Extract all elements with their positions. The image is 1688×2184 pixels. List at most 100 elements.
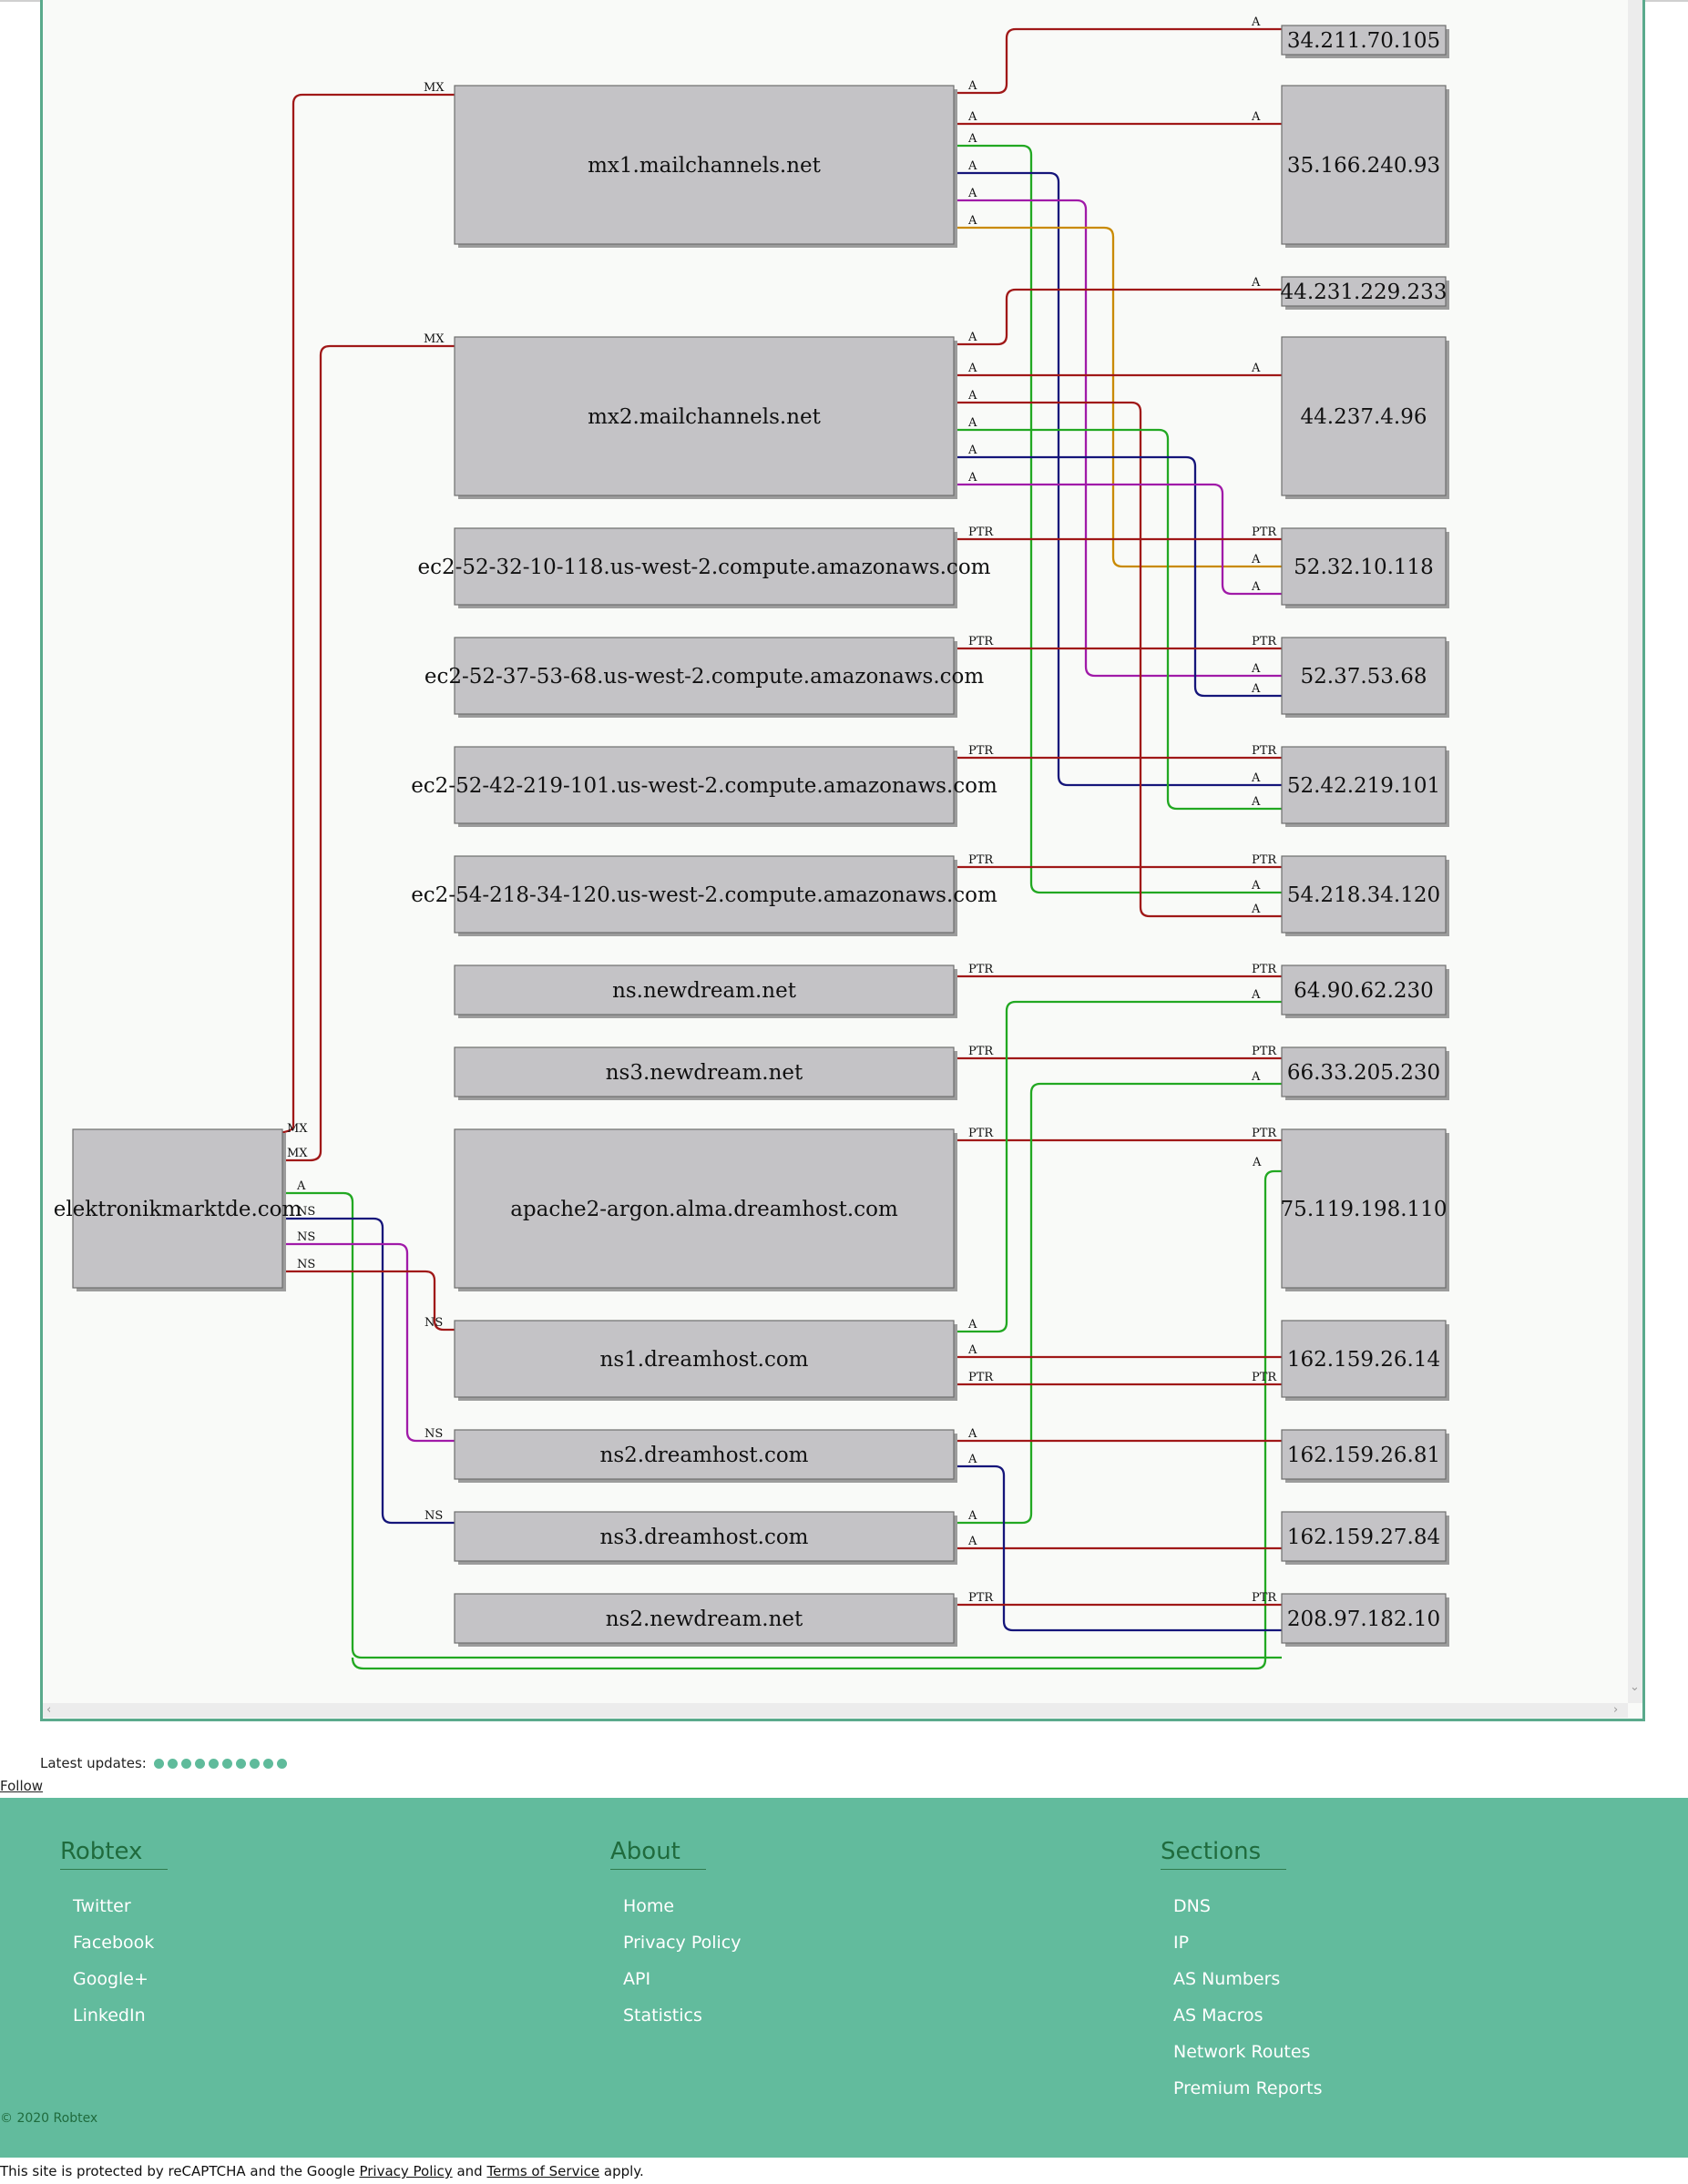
edge-line (954, 1465, 1282, 1632)
graph-node-label[interactable]: ec2-52-42-219-101.us-west-2.compute.amaz… (411, 774, 997, 798)
footer-link-as-macros[interactable]: AS Macros (1173, 2005, 1263, 2026)
footer-link-premium-reports[interactable]: Premium Reports (1173, 2078, 1323, 2098)
graph-node-label[interactable]: mx1.mailchannels.net (588, 154, 821, 178)
graph-node[interactable]: 64.90.62.230 (1281, 964, 1449, 1018)
graph-node[interactable]: ns1.dreamhost.com (454, 1320, 957, 1401)
graph-node[interactable]: 52.37.53.68 (1281, 637, 1449, 718)
graph-node[interactable]: 35.166.240.93 (1281, 85, 1449, 248)
scroll-left-icon[interactable]: ‹ (46, 1703, 52, 1717)
update-dot[interactable] (235, 1758, 246, 1769)
update-dot[interactable] (276, 1758, 287, 1769)
update-dot[interactable] (153, 1758, 164, 1769)
update-dot[interactable] (262, 1758, 273, 1769)
graph-node[interactable]: ec2-52-37-53-68.us-west-2.compute.amazon… (425, 637, 985, 718)
graph-node-label[interactable]: mx2.mailchannels.net (588, 405, 821, 429)
edge-label: A (967, 471, 977, 485)
graph-node[interactable]: 75.119.198.110 (1281, 1128, 1449, 1291)
graph-node[interactable]: 44.237.4.96 (1281, 336, 1449, 499)
footer-link-twitter[interactable]: Twitter (73, 1896, 131, 1916)
update-dot[interactable] (249, 1758, 260, 1769)
graph-node-label[interactable]: ns2.dreamhost.com (600, 1444, 809, 1467)
footer-link-dns[interactable]: DNS (1173, 1896, 1211, 1916)
footer-link-googleplus[interactable]: Google+ (73, 1969, 148, 1989)
edge-label: A (967, 362, 977, 375)
edge-label: PTR (1252, 1045, 1277, 1058)
graph-node-label[interactable]: elektronikmarktde.com (54, 1198, 302, 1221)
graph-node[interactable]: ns2.dreamhost.com (454, 1429, 957, 1483)
graph-node[interactable]: 44.231.229.233 (1281, 276, 1449, 310)
graph-node[interactable]: 52.42.219.101 (1281, 746, 1449, 827)
graph-node[interactable]: 34.211.70.105 (1281, 25, 1449, 58)
graph-node-label[interactable]: 162.159.27.84 (1287, 1526, 1440, 1549)
update-dot[interactable] (221, 1758, 232, 1769)
scroll-down-icon[interactable]: ⌄ (1630, 1680, 1640, 1694)
edge-label: A (1251, 879, 1261, 893)
graph-node[interactable]: 162.159.26.14 (1281, 1320, 1449, 1401)
update-dots[interactable] (153, 1758, 291, 1769)
graph-node-label[interactable]: 44.237.4.96 (1301, 405, 1427, 429)
graph-node-label[interactable]: ec2-52-37-53-68.us-west-2.compute.amazon… (425, 665, 985, 689)
graph-node-label[interactable]: 162.159.26.81 (1287, 1444, 1440, 1467)
update-dot[interactable] (194, 1758, 205, 1769)
footer-link-privacy-policy[interactable]: Privacy Policy (623, 1933, 742, 1953)
graph-node[interactable]: 52.32.10.118 (1281, 527, 1449, 608)
graph-node[interactable]: apache2-argon.alma.dreamhost.com (454, 1128, 957, 1291)
graph-node-label[interactable]: 52.37.53.68 (1301, 665, 1427, 689)
graph-node-label[interactable]: 66.33.205.230 (1287, 1061, 1440, 1085)
footer-link-home[interactable]: Home (623, 1896, 675, 1916)
graph-node[interactable]: 162.159.27.84 (1281, 1511, 1449, 1565)
footer-link-statistics[interactable]: Statistics (623, 2005, 702, 2026)
graph-node[interactable]: 162.159.26.81 (1281, 1429, 1449, 1483)
follow-link[interactable]: Follow (0, 1778, 44, 1794)
graph-node-label[interactable]: ns2.newdream.net (606, 1607, 803, 1631)
graph-node[interactable]: ns2.newdream.net (454, 1593, 957, 1647)
recaptcha-terms-link[interactable]: Terms of Service (486, 2163, 600, 2179)
graph-node[interactable]: ec2-52-32-10-118.us-west-2.compute.amazo… (418, 527, 991, 608)
graph-node-label[interactable]: 162.159.26.14 (1287, 1348, 1440, 1372)
graph-node-label[interactable]: 35.166.240.93 (1287, 154, 1440, 178)
footer-link-as-numbers[interactable]: AS Numbers (1173, 1969, 1281, 1989)
graph-node-label[interactable]: ns.newdream.net (612, 979, 797, 1003)
update-dot[interactable] (180, 1758, 191, 1769)
graph-node-label[interactable]: ns3.newdream.net (606, 1061, 803, 1085)
graph-node-label[interactable]: 44.231.229.233 (1281, 281, 1448, 304)
edge-label: A (1252, 1156, 1262, 1169)
graph-node-label[interactable]: 64.90.62.230 (1294, 979, 1434, 1003)
update-dot[interactable] (167, 1758, 178, 1769)
graph-node[interactable]: 54.218.34.120 (1281, 855, 1449, 936)
footer-link-api[interactable]: API (623, 1969, 651, 1989)
footer-link-linkedin[interactable]: LinkedIn (73, 2005, 146, 2026)
graph-node-label[interactable]: 52.42.219.101 (1287, 774, 1440, 798)
graph-node-label[interactable]: 52.32.10.118 (1294, 556, 1434, 579)
vertical-scrollbar[interactable]: ⌄ (1628, 0, 1642, 1703)
graph-node-label[interactable]: apache2-argon.alma.dreamhost.com (510, 1198, 898, 1221)
graph-node[interactable]: mx1.mailchannels.net (454, 85, 957, 248)
edge-label: A (1251, 771, 1261, 785)
edge-label: A (967, 416, 977, 430)
graph-node[interactable]: ec2-52-42-219-101.us-west-2.compute.amaz… (411, 746, 997, 827)
update-dot[interactable] (208, 1758, 219, 1769)
graph-node[interactable]: ns.newdream.net (454, 964, 957, 1018)
graph-node-label[interactable]: ec2-54-218-34-120.us-west-2.compute.amaz… (411, 883, 997, 907)
recaptcha-privacy-link[interactable]: Privacy Policy (359, 2163, 453, 2179)
horizontal-scrollbar[interactable]: ‹ › (43, 1703, 1628, 1718)
graph-node-label[interactable]: ns3.dreamhost.com (600, 1526, 809, 1549)
graph-node-label[interactable]: 54.218.34.120 (1287, 883, 1440, 907)
graph-node[interactable]: ns3.dreamhost.com (454, 1511, 957, 1565)
scroll-right-icon[interactable]: › (1613, 1703, 1619, 1717)
graph-node[interactable]: mx2.mailchannels.net (454, 336, 957, 499)
footer-link-ip[interactable]: IP (1173, 1933, 1190, 1953)
graph-node[interactable]: 208.97.182.10 (1281, 1593, 1449, 1647)
footer-link-network-routes[interactable]: Network Routes (1173, 2042, 1311, 2062)
graph-node-label[interactable]: 208.97.182.10 (1287, 1607, 1440, 1631)
graph-node-label[interactable]: 34.211.70.105 (1287, 29, 1440, 53)
graph-node-label[interactable]: 75.119.198.110 (1281, 1198, 1448, 1221)
graph-node-label[interactable]: ns1.dreamhost.com (600, 1348, 809, 1372)
graph-node[interactable]: ec2-54-218-34-120.us-west-2.compute.amaz… (411, 855, 997, 936)
graph-node-label[interactable]: ec2-52-32-10-118.us-west-2.compute.amazo… (418, 556, 991, 579)
graph-node[interactable]: elektronikmarktde.com (54, 1128, 302, 1291)
graph-node[interactable]: 66.33.205.230 (1281, 1046, 1449, 1100)
footer-link-facebook[interactable]: Facebook (73, 1933, 155, 1953)
graph-node[interactable]: ns3.newdream.net (454, 1046, 957, 1100)
